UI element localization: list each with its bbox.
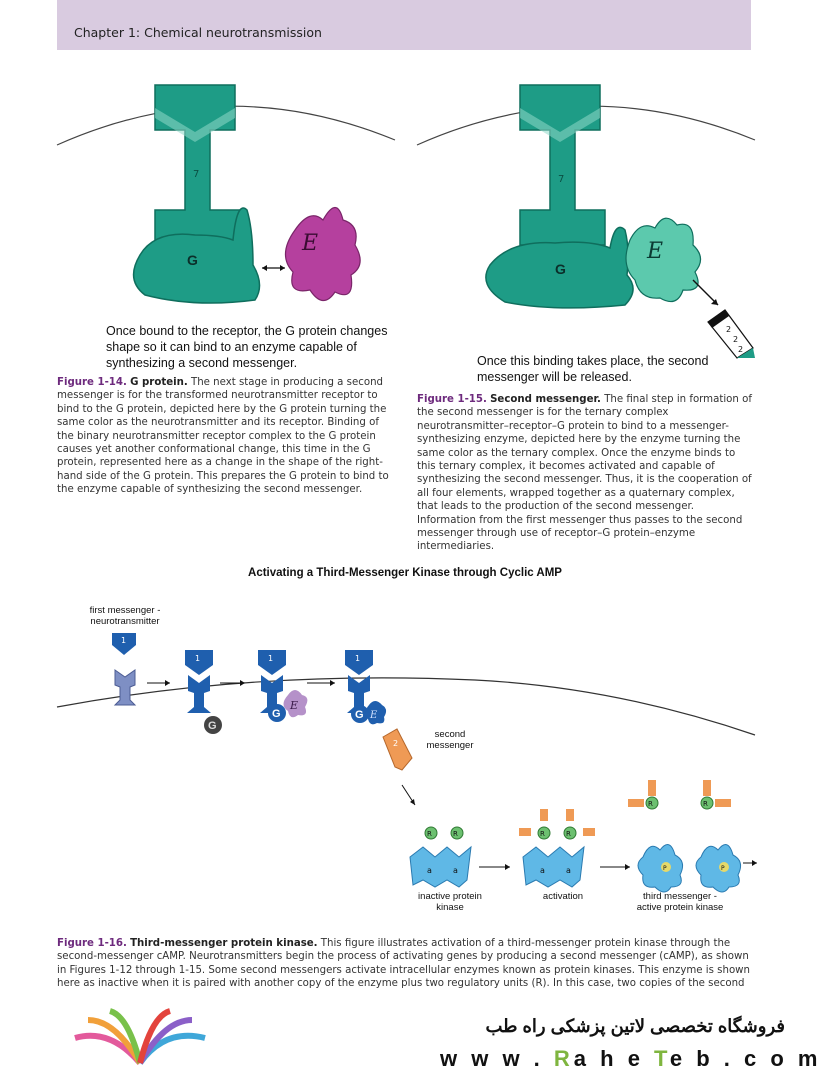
inactive-kinase: R R a a: [409, 826, 472, 888]
p-label: P: [721, 865, 725, 872]
released-regulatory-unit: R: [628, 780, 659, 810]
g-protein-label: G: [187, 252, 198, 268]
e-label: E: [289, 699, 298, 712]
chapter-header: Chapter 1: Chemical neurotransmission: [57, 0, 751, 50]
first-messenger-label: first messenger - neurotransmitter: [89, 605, 161, 627]
receptor-inactive: [113, 669, 137, 706]
released-regulatory-unit: R: [700, 780, 731, 810]
r-label: R: [648, 800, 653, 808]
arrow-icon: [220, 680, 245, 686]
a-label: a: [453, 866, 458, 875]
arrow-icon: [401, 784, 416, 806]
messenger-number: 2: [726, 325, 731, 334]
double-arrow: [262, 265, 285, 271]
fig15-caption: The final step in formation of the secon…: [417, 394, 752, 553]
fig16-caption-block: Figure 1-16. Third-messenger protein kin…: [57, 937, 757, 993]
footer-website: w w w . Ra h e Te b . c o m: [440, 1046, 821, 1072]
activating-kinase: R R a a: [519, 809, 595, 888]
g-label: G: [208, 720, 217, 732]
fig14-illustration: 7 G E: [56, 84, 396, 304]
p-label: P: [663, 865, 667, 872]
arrow-icon: [743, 860, 757, 866]
enzyme-shape: E: [625, 217, 702, 303]
fig14-title: G protein.: [130, 377, 188, 388]
second-messenger-label: second messenger: [426, 729, 474, 751]
receptor-shape: 7: [519, 84, 606, 246]
fig16-diagram-title: Activating a Third-Messenger Kinase thro…: [248, 567, 562, 579]
g-label: G: [272, 708, 281, 720]
arrow-icon: [147, 680, 170, 686]
fig14-caption: The next stage in producing a second mes…: [57, 377, 389, 496]
g-protein-shape: G: [204, 716, 222, 734]
receptor-shape: 7: [154, 84, 241, 246]
fig15-caption-block: Figure 1-15. Second messenger. The final…: [417, 393, 754, 554]
arrow-icon: [479, 864, 510, 870]
arrow-icon: [600, 864, 630, 870]
g-protein-shape: G: [132, 207, 261, 304]
book-logo-icon: [74, 1008, 206, 1065]
footer-www-mid1: a h e: [573, 1046, 655, 1071]
fig15-label: Figure 1-15.: [417, 394, 487, 405]
messenger-number: 2: [733, 335, 738, 344]
fig16-caption: This figure illustrates activation of a …: [57, 938, 750, 993]
footer-www-r: R: [553, 1046, 574, 1071]
arrow-icon: [307, 680, 335, 686]
activation-label: activation: [542, 891, 584, 902]
messenger-number: 1: [355, 654, 360, 663]
fig16-label: Figure 1-16.: [57, 938, 127, 949]
receptor-bound: 1: [185, 650, 213, 713]
footer-www-prefix: w w w .: [440, 1046, 554, 1071]
receptor-number: 7: [558, 174, 564, 185]
g-label: G: [355, 709, 364, 721]
r-label: R: [427, 830, 432, 838]
footer-persian-text: فروشگاه تخصصی لاتین پزشکی راه طب: [485, 1016, 785, 1036]
messenger-number: 1: [195, 654, 200, 663]
fig14-caption-block: Figure 1-14. G protein. The next stage i…: [57, 376, 395, 497]
enzyme-label: E: [646, 239, 663, 264]
fig16-illustration: 1 1 G 1 G E 1 G E: [56, 633, 757, 893]
a-label: a: [540, 866, 545, 875]
receptor-g-complex: 1 G E: [258, 650, 308, 722]
a-label: a: [566, 866, 571, 875]
a-label: a: [427, 866, 432, 875]
second-messenger-shape: 2 2 2: [707, 309, 755, 359]
second-messenger-shape: 2: [382, 728, 413, 771]
chapter-title: Chapter 1: Chemical neurotransmission: [74, 25, 322, 40]
r-label: R: [703, 800, 708, 808]
messenger-number: 1: [121, 636, 126, 645]
receptor-g-enzyme-complex: 1 G E: [345, 650, 387, 725]
messenger-number: 2: [738, 345, 743, 354]
r-label: R: [566, 830, 571, 838]
active-kinase: P: [695, 844, 742, 893]
fig16-title: Third-messenger protein kinase.: [130, 938, 318, 949]
inactive-kinase-label: inactive protein kinase: [418, 891, 482, 913]
r-label: R: [540, 830, 545, 838]
first-messenger-shape: 1: [112, 633, 136, 655]
fig15-illustration: 7 G E 2 2 2: [416, 84, 756, 359]
messenger-number: 1: [268, 654, 273, 663]
fig14-label: Figure 1-14.: [57, 377, 127, 388]
fig15-panel-text: Once this binding takes place, the secon…: [477, 354, 709, 384]
enzyme-shape: E: [284, 206, 361, 302]
membrane-line: [56, 677, 756, 736]
footer-www-mid2: e b . c o m: [669, 1046, 822, 1071]
messenger-number: 2: [393, 739, 398, 748]
active-kinase: P: [637, 844, 684, 893]
enzyme-label: E: [301, 231, 318, 256]
receptor-number: 7: [193, 169, 199, 180]
e-label: E: [369, 710, 378, 721]
release-arrow: [692, 279, 719, 306]
g-protein-label: G: [555, 261, 566, 277]
footer-www-t: T: [654, 1046, 670, 1071]
r-label: R: [453, 830, 458, 838]
third-messenger-label: third messenger - active protein kinase: [636, 891, 724, 913]
fig15-title: Second messenger.: [490, 394, 601, 405]
fig14-panel-text: Once bound to the receptor, the G protei…: [106, 324, 388, 370]
